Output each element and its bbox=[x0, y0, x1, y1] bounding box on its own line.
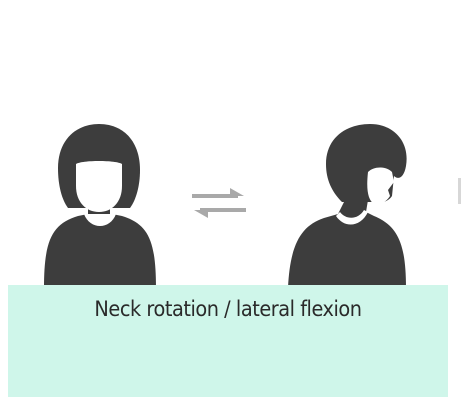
swap-arrows-icon bbox=[192, 188, 246, 218]
person-head-tilted-figure bbox=[288, 124, 407, 288]
edge-mark bbox=[458, 178, 461, 204]
person-neutral-figure bbox=[44, 124, 156, 288]
caption-text: Neck rotation / lateral flexion bbox=[94, 297, 362, 321]
caption-panel: Neck rotation / lateral flexion bbox=[8, 285, 448, 397]
